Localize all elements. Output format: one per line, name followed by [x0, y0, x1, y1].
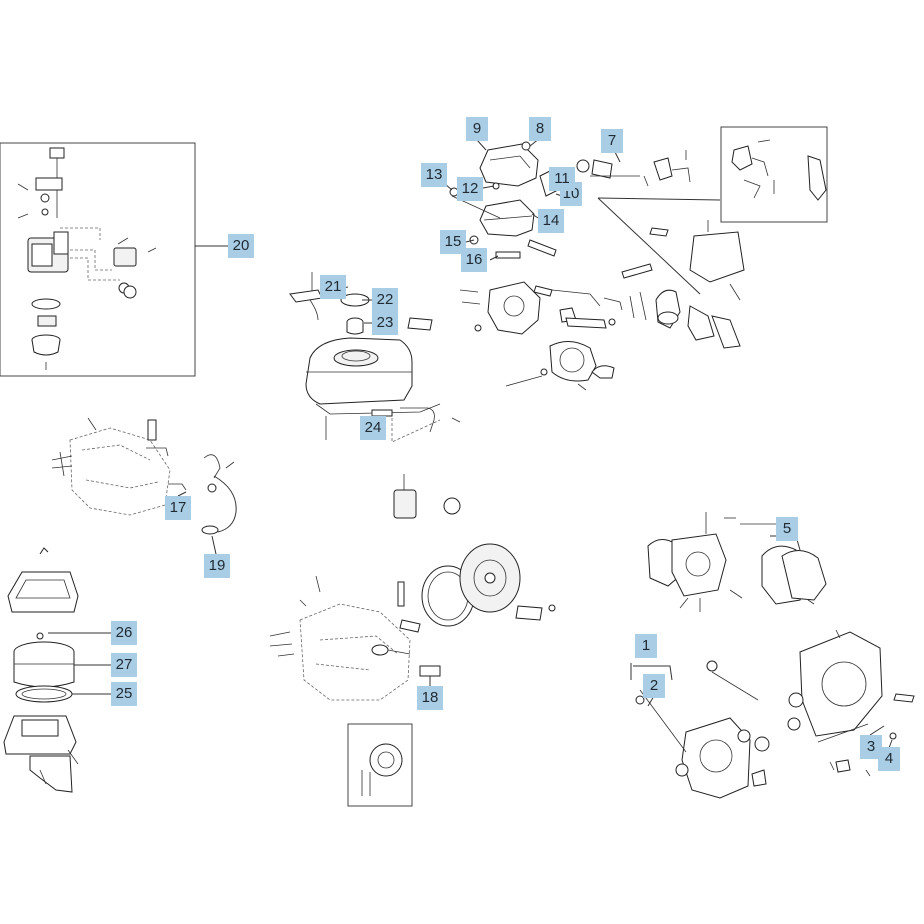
- callout-9[interactable]: 9: [466, 117, 488, 141]
- callout-14[interactable]: 14: [538, 209, 564, 233]
- callout-20[interactable]: 20: [228, 234, 254, 258]
- callout-4[interactable]: 4: [878, 747, 900, 771]
- cylinder-head-assembly: [449, 141, 640, 335]
- callout-18[interactable]: 18: [417, 686, 443, 710]
- callout-leaders: [48, 137, 893, 749]
- callout-25[interactable]: 25: [111, 682, 137, 706]
- callout-12[interactable]: 12: [457, 177, 483, 201]
- callout-3[interactable]: 3: [860, 735, 882, 759]
- callout-8[interactable]: 8: [529, 117, 551, 141]
- callout-19[interactable]: 19: [204, 554, 230, 578]
- crankcase-oil-sensor: [269, 575, 441, 807]
- air-cleaner-assembly: [3, 547, 79, 793]
- callout-26[interactable]: 26: [111, 621, 137, 645]
- callout-21[interactable]: 21: [320, 275, 346, 299]
- callout-13[interactable]: 13: [421, 163, 447, 187]
- ignition-flywheel: [393, 474, 556, 627]
- carburetor-assembly: [0, 142, 196, 377]
- callout-11[interactable]: 11: [549, 167, 575, 191]
- callout-5[interactable]: 5: [776, 517, 798, 541]
- callout-27[interactable]: 27: [111, 653, 137, 677]
- head-gasket-set: [647, 512, 827, 612]
- callout-24[interactable]: 24: [360, 416, 386, 440]
- callout-16[interactable]: 16: [461, 248, 487, 272]
- callout-7[interactable]: 7: [601, 129, 623, 153]
- recoil-starter: [505, 341, 615, 391]
- callout-15[interactable]: 15: [440, 230, 466, 254]
- governor-linkage: [597, 126, 828, 349]
- callout-22[interactable]: 22: [372, 288, 398, 312]
- fuel-tank-assembly: [289, 272, 461, 443]
- callout-1[interactable]: 1: [635, 634, 657, 658]
- callout-23[interactable]: 23: [372, 311, 398, 335]
- crankcase-cover-block: [635, 629, 915, 799]
- callout-17[interactable]: 17: [165, 496, 191, 520]
- callout-2[interactable]: 2: [643, 674, 665, 698]
- wiring-harness: [51, 417, 237, 535]
